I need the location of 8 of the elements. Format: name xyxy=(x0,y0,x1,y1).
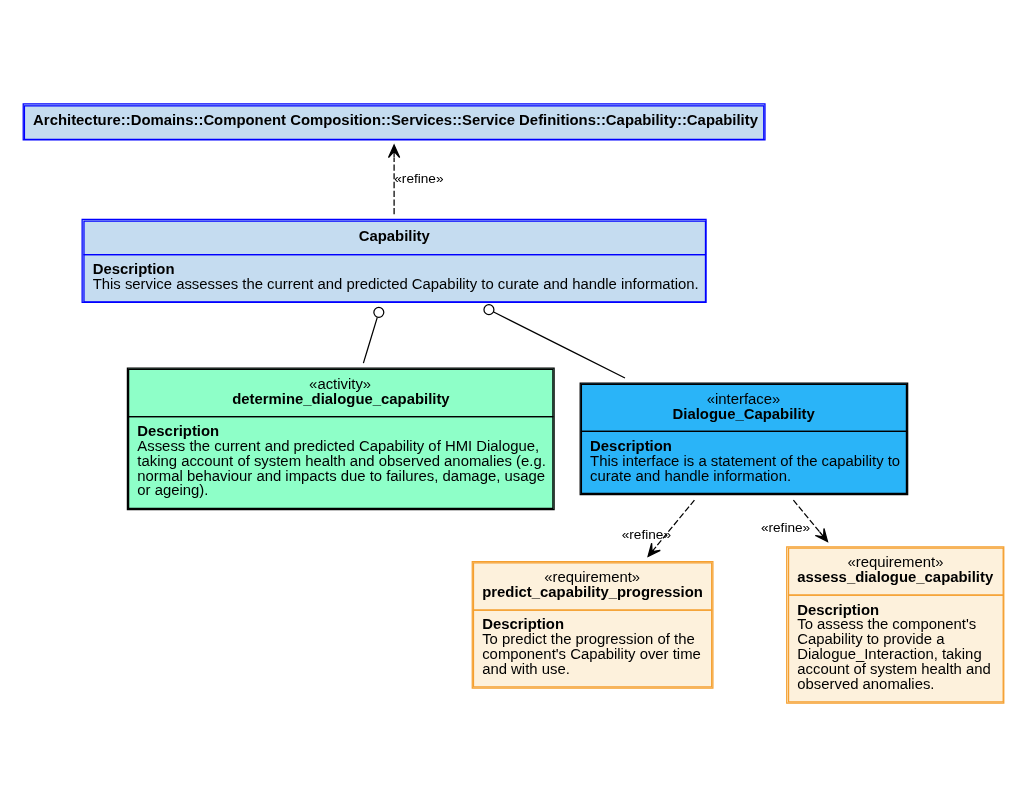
connector xyxy=(483,304,626,379)
arrow xyxy=(792,499,829,543)
edge-label: «refine» xyxy=(621,527,671,543)
arrow xyxy=(387,144,401,215)
edge-label: «refine» xyxy=(394,171,444,187)
connector xyxy=(362,306,385,364)
arrow xyxy=(647,499,696,557)
edge-label: «refine» xyxy=(760,519,811,535)
